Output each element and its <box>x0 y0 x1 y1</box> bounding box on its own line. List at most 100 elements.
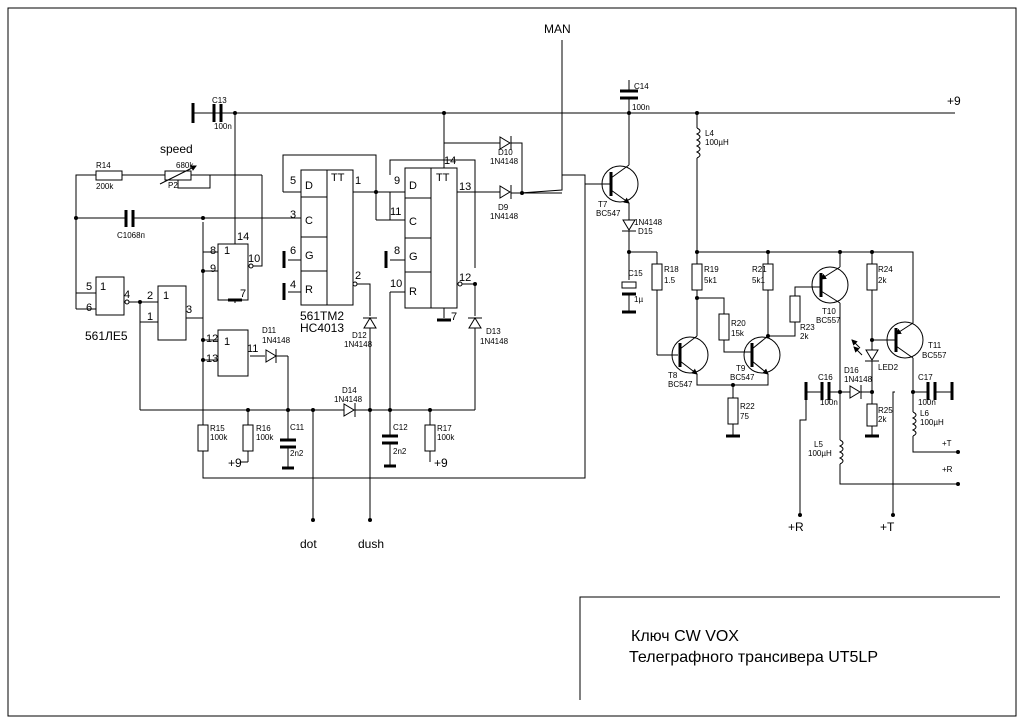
c17-value: 100n <box>918 398 936 407</box>
d12-value: 1N4148 <box>344 340 373 349</box>
label-plus9-b: +9 <box>434 456 448 470</box>
d15-label: D15 <box>638 227 653 236</box>
t7-label: T7 <box>598 200 608 209</box>
svg-text:6: 6 <box>290 245 296 257</box>
gate-le5-d: 12 13 1 11 <box>201 329 265 377</box>
svg-text:2: 2 <box>355 270 361 282</box>
svg-text:8: 8 <box>210 245 216 257</box>
p2-value: 680k <box>176 161 194 170</box>
d12-label: D12 <box>352 331 367 340</box>
svg-text:9: 9 <box>394 175 400 187</box>
c16-value: 100n <box>820 398 838 407</box>
r16-label: R16 <box>256 424 271 433</box>
c11-value: 2n2 <box>290 449 304 458</box>
output-plust: +T <box>880 391 895 534</box>
led-led2: LED2 <box>851 338 899 392</box>
d10-value: 1N4148 <box>490 157 519 166</box>
gate-le5-b: 2 1 3 1 <box>129 285 203 410</box>
diode-d12: D12 1N4148 <box>344 283 377 410</box>
inductor-l4: L4 100µH <box>695 113 729 252</box>
svg-text:D: D <box>305 180 313 192</box>
svg-text:14: 14 <box>237 231 249 243</box>
d11-label: D11 <box>262 326 277 335</box>
label-man: MAN <box>544 22 571 36</box>
r15-label: R15 <box>210 424 225 433</box>
svg-text:7: 7 <box>240 288 246 300</box>
ic-tm2-b-label: HC4013 <box>300 321 344 335</box>
flipflop-2: D C G R TT 9 11 8 10 14 13 12 7 <box>375 113 500 410</box>
r25-label: R25 <box>878 406 893 415</box>
t8-value: BC547 <box>668 380 693 389</box>
l5-label: L5 <box>814 440 823 449</box>
c14-value: 100n <box>632 103 650 112</box>
output-dush: dush <box>358 410 384 551</box>
title-line2: Телеграфного трансивера UT5LP <box>629 649 878 666</box>
resistor-r14-p2: R14 200k P2 680k speed <box>75 142 262 293</box>
label-speed: speed <box>160 142 193 156</box>
label-dush: dush <box>358 537 384 551</box>
r23-label: R23 <box>800 323 815 332</box>
diode-d13: D13 1N4148 <box>468 284 509 410</box>
page-frame <box>7 7 1017 717</box>
label-plus9-top: +9 <box>947 94 961 108</box>
r17-value: 100k <box>437 433 455 442</box>
svg-text:5: 5 <box>86 281 92 293</box>
t10-value: BC557 <box>816 316 841 325</box>
svg-text:12: 12 <box>459 272 471 284</box>
transistor-t11: T11 BC557 <box>872 251 947 392</box>
svg-text:1: 1 <box>224 245 230 257</box>
svg-text:G: G <box>409 251 418 263</box>
t11-value: BC557 <box>922 351 947 360</box>
r18-label: R18 <box>664 265 679 274</box>
r14-value: 200k <box>96 182 114 191</box>
c12-value: 2n2 <box>393 447 407 456</box>
resistor-r22: R22 75 <box>726 385 755 438</box>
inductor-l6: +T L6 100µH <box>911 392 960 454</box>
r21-label: R21 <box>752 265 767 274</box>
resistor-r18: R18 1.5 <box>651 252 679 356</box>
d10-label: D10 <box>498 148 513 157</box>
title-block: Ключ CW VOX Телеграфного трансивера UT5L… <box>579 596 1000 700</box>
svg-text:8: 8 <box>394 245 400 257</box>
svg-text:7: 7 <box>451 311 457 323</box>
output-plusr: +R <box>788 392 807 534</box>
transistor-t9: T9 BC547 <box>730 335 781 387</box>
resistor-r21: R21 5k1 <box>752 252 774 336</box>
c13-label: C13 <box>212 96 227 105</box>
d15-value: 1N4148 <box>634 218 663 227</box>
gate-le5-c: 8 9 1 14 10 7 <box>201 113 263 440</box>
svg-text:6: 6 <box>86 302 92 314</box>
l6-label: L6 <box>920 409 929 418</box>
resistor-r17: +9 R17 100k <box>424 410 455 470</box>
svg-text:3: 3 <box>290 209 296 221</box>
tt2-label: TT <box>436 172 450 184</box>
svg-text:4: 4 <box>290 279 296 291</box>
title-line1: Ключ CW VOX <box>631 628 739 645</box>
c15-value: 1µ <box>634 295 643 304</box>
resistor-r16: +9 R16 100k <box>228 410 274 470</box>
diode-d15: 1N4148 D15 <box>622 218 663 280</box>
svg-text:R: R <box>305 284 313 296</box>
svg-text:4: 4 <box>124 289 130 301</box>
d14-value: 1N4148 <box>334 395 363 404</box>
man-input: MAN <box>202 22 586 479</box>
svg-text:1: 1 <box>224 336 230 348</box>
bottom-bus <box>140 408 475 412</box>
l4-label: L4 <box>705 129 714 138</box>
r14-label: R14 <box>96 161 111 170</box>
svg-text:12: 12 <box>206 333 218 345</box>
svg-text:5: 5 <box>290 175 296 187</box>
label-plus9-a: +9 <box>228 456 242 470</box>
r25-value: 2k <box>878 415 887 424</box>
capacitor-c11: C11 2n2 <box>280 410 305 470</box>
d13-label: D13 <box>486 327 501 336</box>
p2-label: P2 <box>168 181 178 190</box>
svg-text:10: 10 <box>390 278 402 290</box>
svg-text:2: 2 <box>147 290 153 302</box>
r22-value: 75 <box>740 412 749 421</box>
t8-label: T8 <box>668 371 678 380</box>
svg-text:1: 1 <box>163 290 169 302</box>
svg-text:10: 10 <box>248 253 260 265</box>
d14-label: D14 <box>342 386 357 395</box>
led2-label: LED2 <box>878 363 899 372</box>
